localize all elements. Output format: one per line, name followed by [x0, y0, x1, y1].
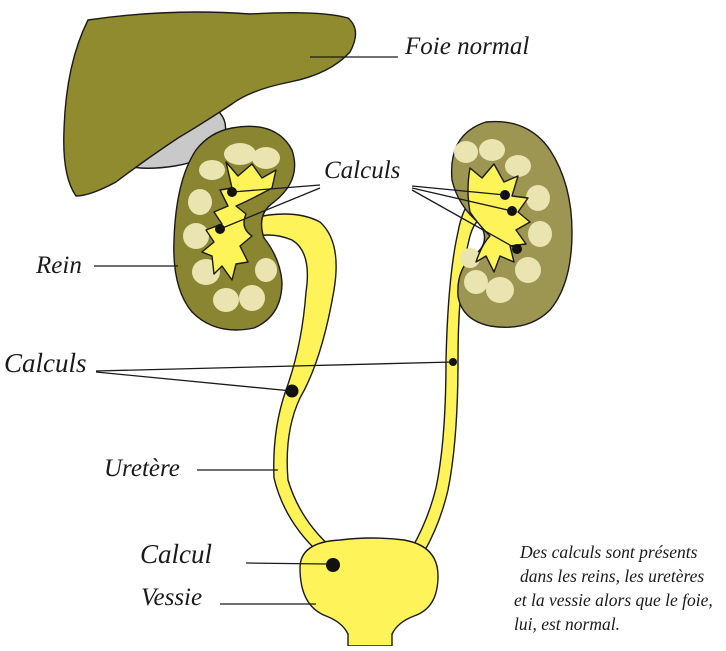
ureters [238, 195, 498, 552]
label-calculs-ureter: Calculs [4, 348, 87, 378]
caption: Des calculs sont présents dans les reins… [514, 542, 713, 634]
label-bladder: Vessie [141, 584, 202, 611]
leader-calculs-ureter-left [96, 362, 453, 371]
caption-line-1: Des calculs sont présents [519, 542, 698, 562]
caption-line-3: et la vessie alors que le foie, [514, 590, 713, 610]
caption-line-2: dans les reins, les uretères [520, 566, 704, 586]
label-calcul-bladder: Calcul [140, 539, 212, 569]
label-calculs-kidney: Calculs [324, 157, 400, 184]
label-kidney: Rein [35, 252, 82, 279]
label-liver: Foie normal [404, 33, 529, 60]
bladder-body [300, 538, 438, 646]
leader-calculs-ureter-right [96, 372, 292, 391]
bladder [300, 538, 438, 646]
caption-line-4: lui, est normal. [514, 614, 620, 634]
stone-bladder [326, 558, 340, 572]
label-ureter: Uretère [104, 455, 180, 482]
